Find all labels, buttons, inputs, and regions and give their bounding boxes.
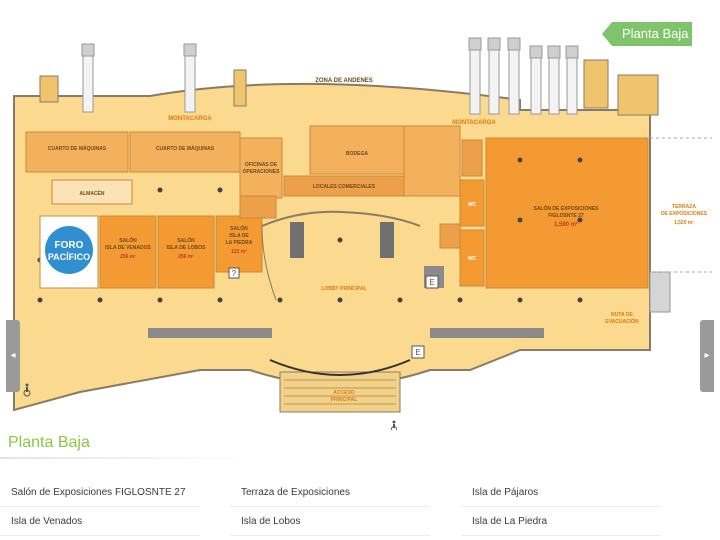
room-column-3: Isla de Pájaros Isla de La Piedra: [461, 478, 661, 536]
stair-block-top-right: [583, 59, 609, 109]
expo-label-1: SALÓN DE EXPOSICIONES: [533, 204, 599, 212]
terraza-label-1: TERRAZA: [672, 204, 696, 210]
locales-label: LOCALES COMERCIALES: [313, 184, 376, 190]
cuarto-maquinas-label-2: CUARTO DE MÁQUINAS: [156, 145, 215, 152]
room-link-salon-exposiciones[interactable]: Salón de Exposiciones FIGLOSNTE 27: [0, 478, 200, 507]
bodega-room: [309, 125, 405, 175]
exhaust-stacks-left: [81, 37, 579, 115]
piedra-area: 122 m²: [231, 249, 247, 255]
lobos-label-1: SALÓN: [177, 236, 195, 244]
lobos-label-2: ISLA DE LOBOS: [167, 245, 206, 251]
room-link-terraza[interactable]: Terraza de Exposiciones: [230, 478, 430, 507]
level-tag[interactable]: Planta Baja: [602, 22, 692, 46]
expo-label-2: FIGLOSNTE 27: [548, 213, 584, 219]
venados-label-2: ISLA DE VENADOS: [105, 245, 151, 251]
room-column-1: Salón de Exposiciones FIGLOSNTE 27 Isla …: [0, 478, 200, 536]
map-prev-arrow[interactable]: ◂: [6, 320, 20, 392]
wc-upper: [459, 179, 485, 227]
montacarga-label-left: MONTACARGA: [168, 116, 212, 122]
wc-lower: [459, 229, 485, 287]
svg-text:?: ?: [232, 269, 237, 278]
cuarto-maquinas-1: [25, 131, 129, 173]
wc-label-upper: WC: [468, 202, 477, 208]
floor-plan-map: FORO PACÍFICO ZONA DE ANDENES MONTACARGA…: [13, 37, 712, 430]
section-title: Planta Baja: [8, 434, 90, 451]
elevator-icon: E: [411, 345, 425, 359]
oficinas-room: [239, 137, 283, 199]
cuarto-maquinas-2: [129, 131, 241, 173]
ruta-label-2: EVACUACIÓN: [605, 317, 639, 325]
terraza-label-2: DE EXPOSICIONES: [661, 211, 708, 217]
foro-logo-line2: PACÍFICO: [48, 252, 90, 262]
salon-isla-venados: [99, 215, 157, 289]
almacen-label: ALMACÉN: [80, 189, 105, 197]
svg-text:E: E: [415, 348, 420, 357]
acceso-principal-area: [279, 371, 401, 413]
svg-text:E: E: [429, 278, 434, 287]
piedra-label-2: ISLA DE: [229, 233, 249, 239]
info-icon: ?: [228, 267, 240, 279]
salon-isla-lobos: [157, 215, 215, 289]
foro-logo-line1: FORO: [55, 240, 84, 251]
almacen-room: [51, 179, 133, 205]
room-link-isla-piedra[interactable]: Isla de La Piedra: [461, 507, 661, 536]
lobby-label: LOBBY PRINCIPAL: [321, 286, 366, 292]
salon-exposiciones: [485, 137, 649, 289]
title-divider: [0, 457, 252, 459]
room-link-isla-pajaros[interactable]: Isla de Pájaros: [461, 478, 661, 507]
room-link-isla-lobos[interactable]: Isla de Lobos: [230, 507, 430, 536]
piedra-label-3: LA PIEDRA: [226, 240, 253, 246]
map-next-arrow[interactable]: ▸: [700, 320, 714, 392]
ruta-label-1: RUTA DE: [611, 312, 633, 318]
acceso-label-2: PRINCIPAL: [331, 397, 358, 403]
wc-label-lower: WC: [468, 256, 477, 262]
room-link-isla-venados[interactable]: Isla de Venados: [0, 507, 200, 536]
acceso-label-1: ACCESO: [333, 390, 355, 396]
salon-isla-piedra: [215, 215, 263, 273]
foro-pacifico-logo: FORO PACÍFICO: [39, 215, 99, 289]
piedra-label-1: SALÓN: [230, 224, 248, 232]
oficinas-label-1: OFICINAS DE: [245, 162, 278, 168]
bodega-label: BODEGA: [346, 151, 368, 157]
montacarga-label-right: MONTACARGA: [452, 120, 496, 126]
room-column-2: Terraza de Exposiciones Isla de Lobos: [230, 478, 430, 536]
expo-area: 1,590 m²: [554, 221, 578, 228]
elevator-icon-2: E: [425, 275, 439, 289]
wheelchair-icon: [23, 383, 31, 397]
venados-label-1: SALÓN: [119, 236, 137, 244]
wheelchair-icon-entrance: [391, 420, 397, 430]
cuarto-maquinas-label-1: CUARTO DE MÁQUINAS: [48, 145, 107, 152]
venados-area: 256 m²: [120, 254, 136, 260]
terraza-area: 1,520 m²: [674, 220, 694, 226]
zona-andenes-label: ZONA DE ANDENES: [315, 78, 373, 84]
oficinas-label-2: OPERACIONES: [243, 169, 281, 175]
lobos-area: 256 m²: [178, 254, 194, 260]
